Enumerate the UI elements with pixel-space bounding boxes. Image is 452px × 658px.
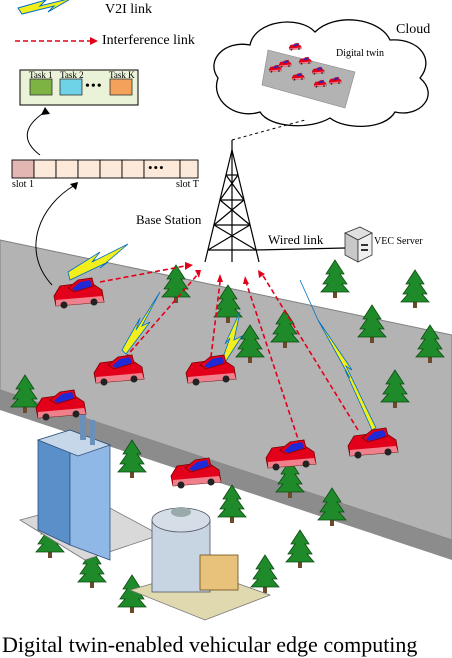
interference-arrowheads (185, 262, 265, 284)
base-station-label: Base Station (136, 212, 202, 227)
task-2-block (59, 78, 83, 96)
legend-v2i-bolt (17, 0, 70, 15)
car-to-slot-arrow (35, 184, 76, 286)
task-k-block (109, 78, 133, 96)
time-slots (11, 159, 199, 179)
digital-twin-label: Digital twin (336, 48, 385, 59)
legend-v2i-label: V2I link (105, 2, 153, 17)
slot-to-task-arrowhead (41, 107, 50, 115)
interference-links (99, 265, 359, 446)
legend-interference-arrow (15, 37, 98, 45)
cloud-label: Cloud (396, 22, 431, 37)
vec-server-icon (344, 226, 373, 263)
slot-ellipsis: ••• (148, 160, 165, 175)
legend-interference-label: Interference link (102, 33, 195, 48)
car-to-slot-arrowhead (70, 182, 78, 190)
round-building (128, 507, 272, 621)
task-1-label: Task 1 (29, 70, 53, 80)
wired-link-line (255, 247, 346, 251)
wired-link-label: Wired link (268, 232, 324, 247)
base-station-tower (204, 140, 260, 263)
v2i-bolts (67, 243, 377, 431)
task-ellipsis: ••• (85, 79, 103, 94)
caption: Digital twin-enabled vehicular edge comp… (2, 632, 418, 657)
vec-server-label: VEC Server (374, 236, 423, 247)
task-k-label: Task K (109, 70, 135, 80)
office-building (18, 410, 162, 561)
slot-to-task-arrow (26, 111, 46, 156)
cloud-link (231, 119, 306, 141)
task-2-label: Task 2 (60, 70, 84, 80)
slot-t-label: slot T (176, 179, 199, 190)
slot-1-label: slot 1 (12, 179, 34, 190)
task-1-block (29, 78, 53, 96)
